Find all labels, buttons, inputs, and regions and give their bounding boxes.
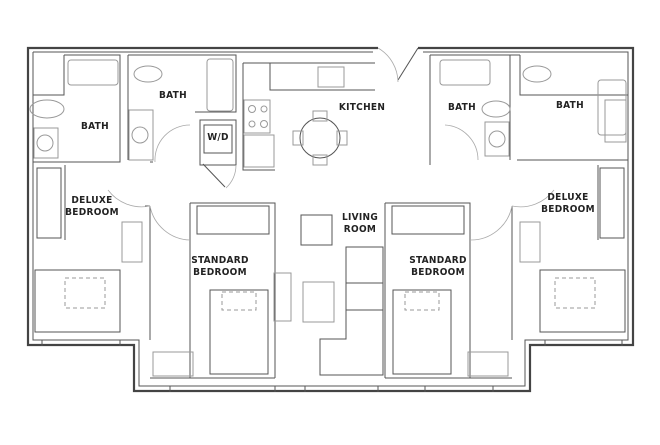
label-living-room: LIVING xyxy=(342,212,378,223)
desk-icon xyxy=(519,221,541,263)
bed-icon xyxy=(196,205,270,235)
bathtub-icon xyxy=(67,59,119,86)
label-deluxe-bedroom: BEDROOM xyxy=(541,204,595,215)
wardrobe-icon xyxy=(599,167,625,239)
bed-icon xyxy=(34,269,121,333)
bathtub-icon xyxy=(439,59,491,86)
furniture xyxy=(34,167,626,377)
label-kitchen: KITCHEN xyxy=(339,102,385,113)
sink-icon xyxy=(128,109,154,161)
refrigerator-icon xyxy=(243,134,275,168)
label-bath: BATH xyxy=(159,90,187,101)
bed-icon xyxy=(391,205,465,235)
left-baths xyxy=(29,54,237,163)
label-standard-bedroom: BEDROOM xyxy=(411,267,465,278)
label-washer-dryer: W/D xyxy=(207,132,229,143)
label-deluxe-bedroom: DELUXE xyxy=(71,195,112,206)
armchair-icon xyxy=(300,214,333,246)
sink-icon xyxy=(484,121,510,157)
toilet-icon xyxy=(522,65,552,83)
bed-icon xyxy=(392,289,452,375)
desk-icon xyxy=(121,221,143,263)
label-deluxe-bedroom: DELUXE xyxy=(547,192,588,203)
exterior-walls xyxy=(26,46,635,393)
toilet-icon xyxy=(481,100,511,118)
entry-door xyxy=(377,47,419,83)
bathtub-icon xyxy=(597,79,627,136)
desk-icon xyxy=(152,351,194,377)
bed-icon xyxy=(539,269,626,333)
kitchen-area xyxy=(199,62,375,189)
bed-icon xyxy=(209,289,269,375)
stove-icon xyxy=(243,99,271,134)
desk-icon xyxy=(467,351,509,377)
tv-stand-icon xyxy=(273,272,292,322)
room-labels: BATH BATH W/D KITCHEN BATH BATH DELUXE B… xyxy=(65,90,595,278)
label-bath: BATH xyxy=(556,100,584,111)
toilet-icon xyxy=(29,99,65,119)
bedroom-walls xyxy=(64,165,599,379)
label-standard-bedroom: STANDARD xyxy=(191,255,249,266)
toilet-icon xyxy=(133,65,163,83)
dining-table-icon xyxy=(299,117,341,159)
label-bath: BATH xyxy=(448,102,476,113)
label-bath: BATH xyxy=(81,121,109,132)
sofa-icon xyxy=(319,246,384,376)
kitchen-sink-icon xyxy=(317,66,345,88)
bathtub-icon xyxy=(206,58,234,112)
label-deluxe-bedroom: BEDROOM xyxy=(65,207,119,218)
sink-icon xyxy=(33,127,59,159)
label-standard-bedroom: BEDROOM xyxy=(193,267,247,278)
coffee-table-icon xyxy=(302,281,335,323)
label-standard-bedroom: STANDARD xyxy=(409,255,467,266)
label-living-room: ROOM xyxy=(344,224,376,235)
wardrobe-icon xyxy=(36,167,62,239)
right-baths xyxy=(429,54,628,165)
